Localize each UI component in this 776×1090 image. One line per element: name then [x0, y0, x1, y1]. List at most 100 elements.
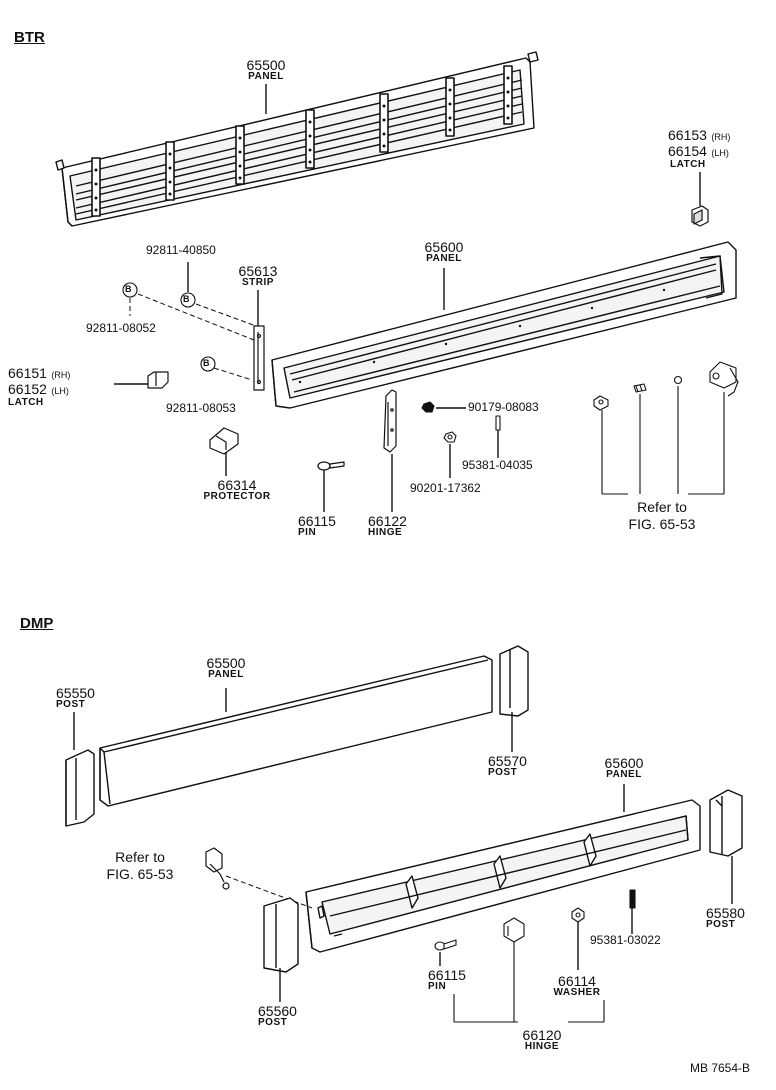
label-dmp-refer: Refer to FIG. 65-53 [98, 850, 182, 881]
dmp-post-65570-drawing [499, 645, 529, 717]
dmp-panel-65600-drawing [305, 799, 701, 953]
part-name: PANEL [248, 71, 284, 82]
btr-pin-95381-drawing [495, 415, 501, 431]
label-95381-04035: 95381-04035 [462, 458, 533, 472]
label-66153-66154: 66153 (RH) 66154 (LH) LATCH [668, 128, 730, 170]
label-66151-66152: 66151 (RH) 66152 (LH) LATCH [8, 366, 70, 408]
part-name: POST [488, 767, 518, 778]
label-90201-17362: 90201-17362 [410, 481, 481, 495]
part-number: 65600 [604, 755, 644, 771]
refer-line-1: Refer to [637, 499, 687, 515]
refer-line-2: FIG. 65-53 [628, 516, 696, 532]
refer-line-2: FIG. 65-53 [106, 866, 174, 882]
part-name: PIN [298, 527, 317, 538]
b-marker-2: B [183, 294, 190, 304]
dmp-pin-66115-drawing [434, 939, 457, 951]
label-92811-08053: 92811-08053 [166, 401, 236, 415]
part-number: 66122 [368, 513, 407, 529]
part-name: POST [56, 699, 86, 710]
btr-strip-65613-drawing [253, 325, 265, 391]
part-name: PANEL [606, 769, 642, 780]
btr-panel-65500-drawing [55, 51, 539, 227]
part-name: HINGE [368, 527, 403, 538]
label-66120: 66120 HINGE [514, 1028, 570, 1052]
label-btr-66115: 66115 PIN [298, 514, 336, 538]
part-number: 65550 [56, 685, 95, 701]
dmp-panel-65500-drawing [99, 655, 493, 807]
btr-pin-66115-drawing [317, 461, 345, 471]
label-dmp-66115: 66115 PIN [428, 968, 466, 992]
label-66314: 66314 PROTECTOR [196, 478, 278, 502]
part-name: PANEL [426, 253, 462, 264]
part-number: 65500 [246, 57, 286, 73]
dmp-post-65560-drawing [263, 897, 299, 973]
btr-protector-66314-drawing [209, 427, 239, 455]
part-number: 65580 [706, 905, 745, 921]
part-number: 66151 [8, 365, 47, 381]
part-number: 66153 [668, 127, 707, 143]
part-name: LATCH [670, 159, 706, 170]
btr-refer-bracket [601, 386, 725, 495]
part-number: 66120 [522, 1027, 562, 1043]
label-btr-65500: 65500 PANEL [236, 58, 296, 82]
part-name: POST [706, 919, 736, 930]
part-name: HINGE [524, 1041, 560, 1052]
dmp-refer-latch-drawing [205, 847, 230, 890]
btr-refer-parts-drawing [593, 361, 739, 411]
b-marker-1: B [125, 284, 132, 294]
figure-code: MB 7654-B [690, 1061, 751, 1075]
part-name: LATCH [8, 397, 44, 408]
b-marker-group [122, 282, 216, 372]
btr-hinge-66122-drawing [383, 389, 397, 453]
part-name: WASHER [553, 987, 601, 998]
part-name: PIN [428, 981, 447, 992]
part-number: 65570 [488, 753, 527, 769]
part-name: PROTECTOR [203, 491, 271, 502]
part-suffix: (LH) [51, 386, 69, 396]
label-65580: 65580 POST [706, 906, 745, 930]
part-suffix: (RH) [711, 132, 731, 142]
refer-line-1: Refer to [115, 849, 165, 865]
part-name: PANEL [208, 669, 244, 680]
part-name: POST [258, 1017, 288, 1028]
btr-latch-66153-drawing [691, 205, 709, 227]
dmp-post-65580-drawing [709, 789, 743, 857]
part-number: 66154 [668, 143, 707, 159]
btr-nut-90201-drawing [443, 431, 457, 443]
part-number: 65560 [258, 1003, 297, 1019]
part-number: 65613 [238, 263, 278, 279]
part-number: 65600 [424, 239, 464, 255]
section-label-btr: BTR [14, 29, 45, 46]
section-label-dmp: DMP [20, 615, 54, 632]
part-number: 65500 [206, 655, 246, 671]
part-name: STRIP [242, 277, 274, 288]
label-66122: 66122 HINGE [368, 514, 407, 538]
dmp-hinge-bracket [453, 942, 605, 1023]
label-90179-08083: 90179-08083 [468, 400, 539, 414]
part-suffix: (RH) [51, 370, 71, 380]
dmp-hinge-66120-drawing [503, 917, 525, 943]
label-65570: 65570 POST [488, 754, 527, 778]
label-btr-65600: 65600 PANEL [414, 240, 474, 264]
label-92811-40850: 92811-40850 [146, 243, 216, 257]
label-65550: 65550 POST [56, 686, 95, 710]
btr-latch-66151-drawing [147, 371, 169, 389]
label-92811-08052: 92811-08052 [86, 321, 156, 335]
label-65560: 65560 POST [258, 1004, 297, 1028]
label-95381-03022: 95381-03022 [590, 933, 661, 947]
label-btr-refer: Refer to FIG. 65-53 [620, 500, 704, 531]
part-number: 66115 [428, 967, 466, 983]
part-suffix: (LH) [711, 148, 729, 158]
dmp-post-65550-drawing [65, 749, 95, 827]
label-dmp-65600: 65600 PANEL [594, 756, 654, 780]
part-number: 66115 [298, 513, 336, 529]
dmp-washer-66114-drawing [571, 907, 585, 923]
dmp-pin-95381-drawing [629, 889, 636, 909]
btr-bolt-90179-drawing [421, 401, 435, 413]
btr-panel-65600-drawing [271, 241, 737, 409]
label-65613: 65613 STRIP [232, 264, 284, 288]
part-number: 66152 [8, 381, 47, 397]
part-number: 66314 [217, 477, 257, 493]
b-marker-3: B [203, 358, 210, 368]
